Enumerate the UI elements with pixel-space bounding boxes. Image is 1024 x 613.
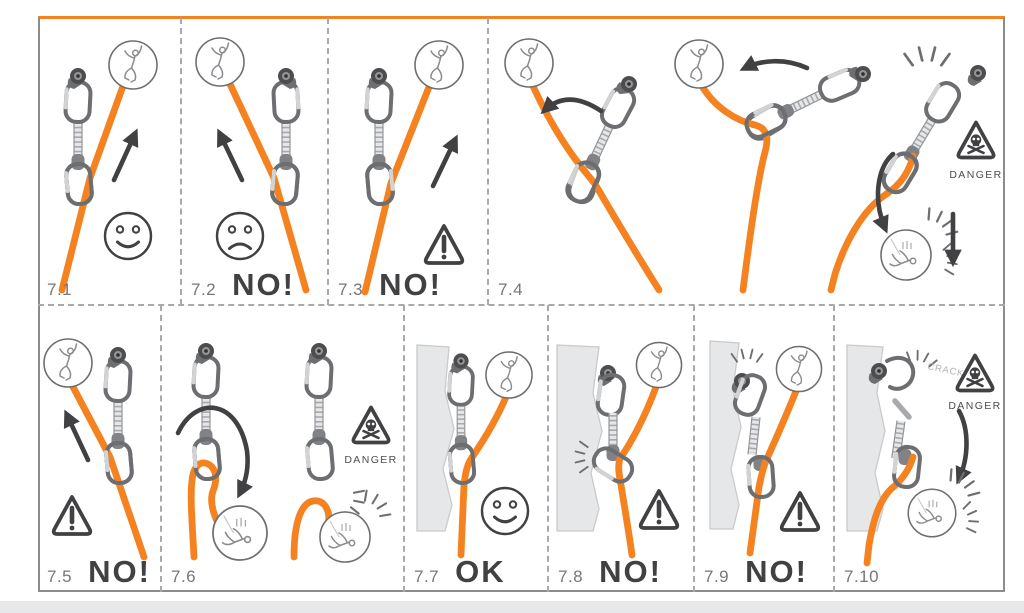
rope [361,83,433,296]
panel-7-3: 7.3 NO! [327,18,489,305]
climber-circle [635,341,683,389]
rope [698,82,771,294]
rope [827,152,917,294]
panel-verdict: NO! [88,554,151,589]
illustration-back-clip [195,37,310,294]
up-arrow [217,128,245,183]
falling-climber-circle [212,505,268,561]
climber-circle [485,351,533,399]
panel-7-1: 7.1 [38,18,180,305]
curved-left-arrow [739,55,810,71]
quickdraw [563,71,646,207]
climber-circle [43,338,93,388]
panel-verdict: NO! [232,267,295,302]
bolt [967,65,986,86]
burst-rays [942,242,959,276]
illustration-carabiner-breaks: CRACK! DANGER [846,344,1001,567]
illustration-gate-away-from-rock [416,344,533,559]
frowny-face-icon [215,211,265,261]
rope [68,381,148,561]
curved-left-arrow [540,95,604,115]
panel-verdict: NO! [599,554,662,589]
rope [187,459,228,561]
falling-climber-circle [319,511,371,563]
burst-rays [903,46,951,67]
up-arrow [111,128,139,183]
broken-gate-piece [892,398,912,420]
danger-skull-icon [351,405,391,445]
illustration-wrong-side [43,338,148,561]
illustration-unclip-sequence: DANGER [504,38,1002,294]
panel-7-5: 7.5 NO! [38,305,160,592]
rock-wall [709,340,742,530]
rope [615,383,660,559]
panel-number: 7.1 [47,280,73,299]
falling-climber-circle [907,488,957,538]
panel-7-4: DANGER 7.4 [487,18,1007,305]
rope [529,82,663,294]
rope [863,453,917,567]
danger-label: DANGER [949,169,1002,181]
panel-number: 7.2 [191,280,217,299]
frame-top-accent [38,16,1005,19]
panel-number: 7.7 [414,567,440,586]
danger-label: DANGER [344,454,397,466]
danger-label: DANGER [948,400,1001,412]
broken-carabiner [885,355,916,391]
quickdraw [306,343,334,480]
rope [457,393,510,559]
curved-down-arrow [872,151,896,234]
up-arrow [63,409,91,463]
smiley-face-icon [103,211,153,261]
panel-verdict: OK [455,554,506,589]
curved-down-arrow [175,405,253,499]
row-divider [38,304,1005,306]
climber-circle [195,37,245,87]
illustration-wrong-gate [361,40,489,296]
illustration-correct-clip [58,40,158,294]
panel-7-10: CRACK! DANGER 7.10 [833,305,1007,592]
climber-circle [108,40,158,90]
illustration-carabiner-levered-on-rock [709,340,823,557]
panel-number: 7.5 [47,567,73,586]
curved-down-arrow [955,408,972,485]
panel-number: 7.6 [171,567,197,586]
illustration-rope-over-gate: DANGER [175,305,397,563]
danger-skull-icon [956,120,996,160]
rope [290,497,333,561]
panel-number: 7.8 [558,567,584,586]
panel-number: 7.10 [844,567,880,586]
climber-circle [775,345,823,393]
climber-circle [674,39,724,89]
up-arrow [430,134,458,189]
warning-triangle-icon [54,497,91,534]
panel-number: 7.9 [704,567,730,586]
climber-circle [504,38,554,88]
rock-wall [846,344,886,532]
rock-wall [556,344,603,532]
warning-triangle-icon [426,226,463,263]
panel-verdict: NO! [745,554,808,589]
panel-number: 7.4 [498,280,524,299]
rope [746,387,800,557]
falling-climber-circle [880,229,932,281]
panel-7-9: 7.9 NO! [693,305,835,592]
panel-7-7: 7.7 OK [403,305,549,592]
panel-7-8: 7.8 NO! [547,305,695,592]
burst-rays [961,500,981,535]
warning-triangle-icon [641,491,678,528]
panel-number: 7.3 [338,280,364,299]
smiley-face-icon [480,486,530,536]
frame-bottom-border [38,590,1005,592]
illustration-gate-against-rock [556,341,683,559]
panel-verdict: NO! [379,267,442,302]
panel-7-2: 7.2 NO! [180,18,329,305]
dogbone-sling [748,417,760,456]
panel-7-6: DANGER 7.6 [160,305,405,592]
rock-wall [416,344,455,532]
climber-circle [414,40,464,90]
warning-triangle-icon [782,493,819,530]
bottom-strip [0,601,1024,613]
burst-rays [359,486,395,522]
